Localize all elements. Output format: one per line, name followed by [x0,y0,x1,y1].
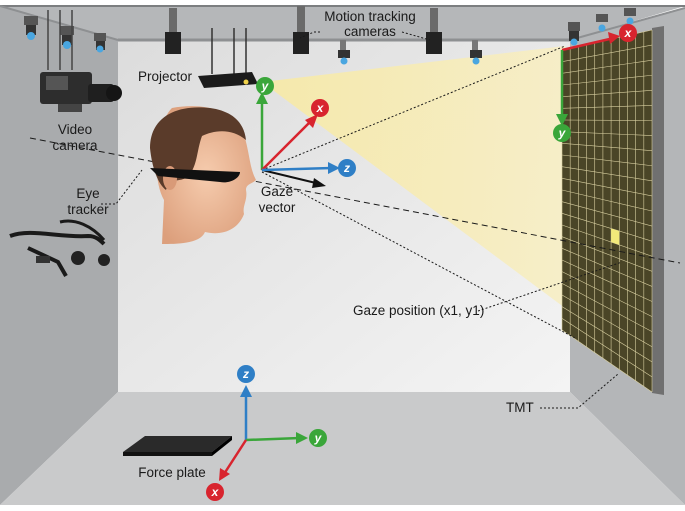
tmt-grid-row-line [561,131,653,136]
camera-label: camera [52,138,98,153]
tmt-grid [561,29,653,393]
eye-label: Eye [76,186,99,201]
tmt-y-label: y [558,126,567,140]
gaze-to-board-top [261,45,566,171]
ceiling-camera [338,40,350,65]
tmt-grid-row-line [561,166,653,182]
projector-label: Projector [138,69,193,84]
ceiling-camera [624,8,636,25]
tmt-grid-row-line [561,306,653,363]
head-coordinate-axes: y x z [256,77,356,177]
connector-lines [101,31,623,409]
tmt-grid-row-line [561,201,653,227]
force-plate-icon [123,436,232,456]
head-y-marker [256,77,274,95]
gaze-position-label: Gaze position (x1, y1) [353,303,484,318]
eye-tracker-leader [101,169,143,205]
ceiling-camera [165,8,181,54]
head-z-label: z [343,161,350,175]
motion-tracking-cameras [24,6,636,65]
ceiling-camera [426,8,442,54]
ceiling-camera [568,22,580,46]
tmt-grid-row-line [561,329,653,393]
tmt-board-edge [652,26,664,395]
head-x-label: x [316,101,325,115]
tracker-label: tracker [67,202,109,217]
force-plate-label: Force plate [138,465,206,480]
tmt-grid-row-line [561,178,653,197]
tmt-grid-row-line [561,189,653,212]
head-y-label: y [261,79,270,93]
floor-z-label: z [242,367,249,381]
left-wall [0,6,118,505]
ceiling-camera [470,40,482,65]
tmt-grid-row-line [561,283,653,332]
video-label: Video [58,122,92,137]
participant-head [150,106,256,244]
tmt-x-marker [619,24,637,42]
projector-icon [198,28,258,88]
floor-x-label: x [211,485,220,499]
ceiling-camera [293,6,309,54]
tmt-leader [540,373,619,409]
gaze-vector-arrow [261,169,326,188]
floor-y-label: y [314,431,323,445]
tmt-grid-row-line [561,90,653,97]
labels: Motion tracking cameras Projector Video … [52,9,533,480]
tmt-x-label: x [624,26,633,40]
gaze-plane-line [29,137,681,264]
tmt-grid-row-line [561,59,653,74]
floor-z-marker [237,365,255,383]
ceiling-camera [596,14,608,32]
floor-x-axis [222,439,248,475]
tmt-grid-row-line [561,213,653,242]
tmt-grid-row-line [561,74,653,86]
tmt-board-face [562,30,652,392]
ceiling-camera [94,33,106,53]
tmt-grid-row-line [561,105,653,109]
eye-tracker-glasses-icon [9,219,110,277]
tmt-grid-row-line [561,154,653,167]
head-z-axis [261,166,333,172]
floor-x-marker [206,483,224,501]
tmt-grid-row-line [561,318,653,378]
tmt-grid-row-line [561,119,653,121]
video-camera-icon [40,10,122,112]
tmt-x-axis [561,36,615,52]
tmt-gazed-cell [611,228,620,245]
cameras-leader-left [299,31,320,39]
tmt-board [561,26,664,395]
ceiling-camera [24,16,38,40]
tmt-grid-row-line [561,143,653,151]
motion-tracking-label: Motion tracking [324,9,416,24]
tmt-grid-row-line [561,294,653,348]
floor-y-axis [245,436,301,442]
tmt-grid-row-line [561,271,653,317]
gaze-label: Gaze [261,184,293,199]
cameras-label: cameras [344,24,396,39]
gaze-position-leader [477,261,623,312]
projector-beam [262,46,565,308]
tmt-grid-row-line [561,44,653,62]
tmt-y-marker [553,124,571,142]
cameras-leader-right [401,31,431,41]
gaze-to-board-bottom [261,171,576,339]
vector-label: vector [259,200,296,215]
tmt-grid-row-line [561,224,653,257]
floor-coordinate-axes: z y x [206,365,327,501]
floor-y-marker [309,429,327,447]
head-x-marker [311,99,329,117]
tmt-grid-row-line [561,259,653,302]
ceiling-camera [60,26,74,49]
tmt-label: TMT [506,400,534,415]
head-z-marker [338,159,356,177]
tmt-coordinate-axes: x y [553,24,637,142]
head-x-axis [261,119,313,171]
floor [0,392,685,505]
tmt-grid-row-line [561,236,653,272]
